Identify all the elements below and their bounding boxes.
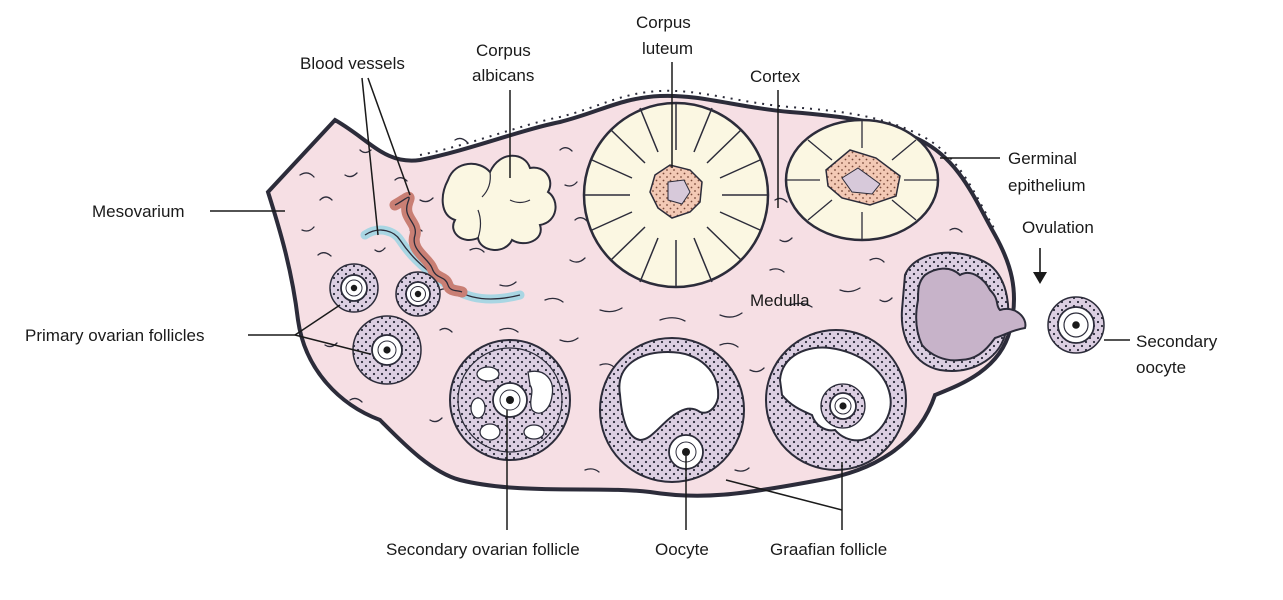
ruptured-follicle <box>900 251 1027 372</box>
primary-follicle <box>352 315 422 385</box>
regressing-corpus <box>784 118 940 242</box>
label-mesovarium: Mesovarium <box>92 202 185 221</box>
label-corpus-luteum-line2: luteum <box>642 39 693 58</box>
label-secondary-oocyte-line1: Secondary <box>1136 332 1218 351</box>
label-ovulation: Ovulation <box>1022 218 1094 237</box>
label-medulla: Medulla <box>750 291 810 310</box>
germinal-epithelium-edge <box>419 89 996 231</box>
ovulation-arrow <box>1033 248 1047 284</box>
label-blood-vessels: Blood vessels <box>300 54 405 73</box>
leader-blood-vessels-1 <box>361 77 379 236</box>
corpus-albicans-shape <box>441 154 557 251</box>
corpus-luteum <box>582 101 770 289</box>
graafian-follicle <box>765 329 907 471</box>
label-secondary-oocyte-line2: oocyte <box>1136 358 1186 377</box>
antrum-cavity <box>618 350 720 442</box>
label-secondary-ovarian-follicle: Secondary ovarian follicle <box>386 540 580 559</box>
label-corpus-luteum-line1: Corpus <box>636 13 691 32</box>
leader-primary-2 <box>294 304 341 336</box>
label-corpus-albicans-line2: albicans <box>472 66 534 85</box>
leader-primary-3 <box>294 334 371 355</box>
label-corpus-albicans-line1: Corpus <box>476 41 531 60</box>
label-germinal-epithelium-line1: Germinal <box>1008 149 1077 168</box>
label-cortex: Cortex <box>750 67 801 86</box>
leader-lines <box>210 62 1130 530</box>
antrum-cavity <box>915 267 1027 362</box>
secondary-follicle <box>449 339 571 461</box>
secondary-oocyte <box>1047 296 1105 354</box>
primary-follicle <box>329 263 379 313</box>
leader-blood-vessels-2 <box>367 77 411 196</box>
graafian-follicle <box>599 337 745 483</box>
label-oocyte: Oocyte <box>655 540 709 559</box>
primary-follicle <box>395 271 441 317</box>
label-graafian-follicle: Graafian follicle <box>770 540 887 559</box>
label-primary-ovarian-follicles: Primary ovarian follicles <box>25 326 205 345</box>
leader-graafian-2 <box>725 479 843 511</box>
label-germinal-epithelium-line2: epithelium <box>1008 176 1086 195</box>
